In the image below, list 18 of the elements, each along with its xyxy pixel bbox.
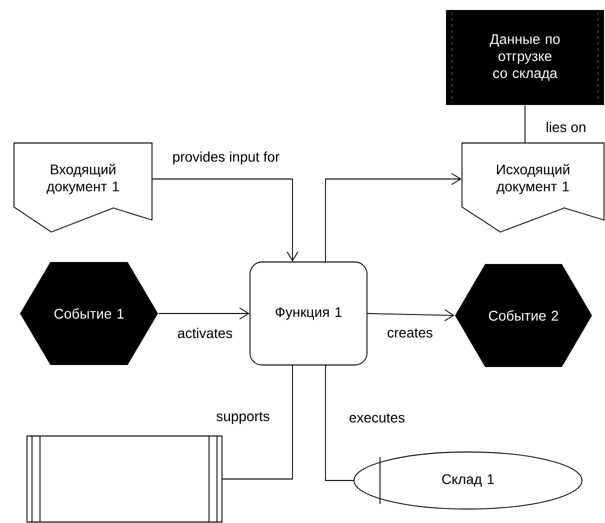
connector — [524, 105, 526, 143]
event-hexagon: Событие 1 — [20, 262, 158, 365]
connector — [222, 365, 293, 480]
edge-label: activates — [176, 326, 234, 340]
connector — [367, 309, 455, 322]
connector — [158, 308, 250, 320]
connector — [152, 178, 298, 262]
edge-label: executes — [348, 412, 406, 424]
connector — [325, 365, 354, 481]
edge-label: provides input for — [171, 150, 281, 166]
edge-label: creates — [386, 327, 434, 339]
connector — [325, 173, 462, 262]
edge-label: supports — [215, 411, 271, 425]
data-block: Данные по отгрузке со склада — [446, 10, 604, 105]
function-box: Функция 1 — [250, 262, 368, 366]
event-hexagon: Событие 2 — [455, 264, 592, 367]
edge-label: lies on — [544, 120, 588, 134]
system-box — [26, 436, 222, 522]
